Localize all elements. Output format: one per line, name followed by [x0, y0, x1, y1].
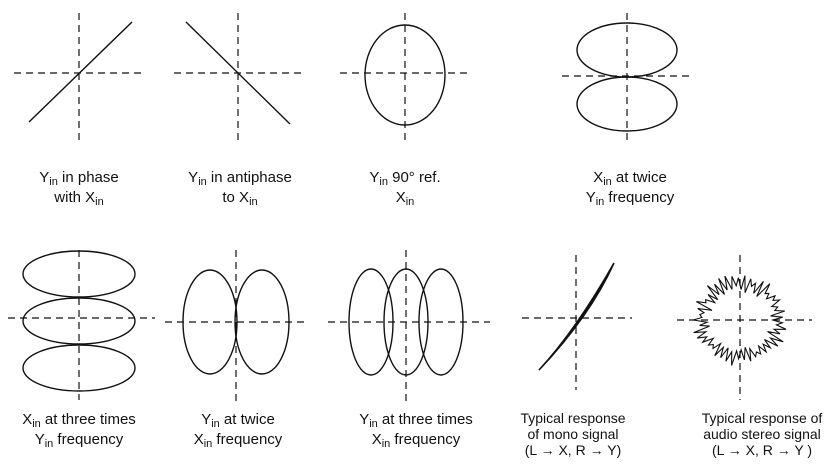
- caption-text: frequency: [604, 189, 675, 206]
- caption-text: Y: [201, 411, 212, 428]
- mono-response-trace: [538, 262, 615, 371]
- caption-subscript: in: [198, 176, 207, 188]
- caption-circle-90: Yin 90° ref.Xin: [305, 168, 505, 208]
- caption-line: with Xin: [0, 188, 179, 208]
- caption-text: at twice: [611, 169, 667, 186]
- caption-subscript: in: [405, 196, 415, 208]
- y-three-times-x-left-loop: [348, 268, 394, 376]
- caption-text: frequency: [212, 431, 283, 448]
- stereo-response-trace: [693, 275, 787, 366]
- caption-text: audio stereo signal: [703, 426, 821, 442]
- caption-text: at three times: [377, 411, 473, 428]
- caption-line: Yin at three times: [316, 410, 516, 430]
- caption-subscript: in: [595, 196, 605, 208]
- caption-text: Typical response of: [701, 410, 823, 426]
- caption-text: X: [593, 169, 604, 186]
- caption-subscript: in: [369, 418, 378, 430]
- caption-line: Yin 90° ref.: [305, 168, 505, 188]
- y-three-times-x-middle-loop: [383, 268, 429, 376]
- caption-text: in phase: [57, 169, 119, 186]
- caption-line: to Xin: [140, 188, 340, 208]
- caption-text: at twice: [219, 411, 275, 428]
- caption-text: with X: [54, 189, 96, 206]
- caption-text: Y: [39, 169, 50, 186]
- caption-text: frequency: [53, 431, 124, 448]
- caption-line: (L → X, R → Y ): [662, 442, 839, 458]
- caption-text: (L → X, R → Y ): [711, 442, 813, 458]
- caption-line: Yin at twice: [138, 410, 338, 430]
- caption-subscript: in: [32, 418, 41, 430]
- caption-text: Y: [359, 411, 370, 428]
- caption-subscript: in: [211, 418, 220, 430]
- caption-subscript: in: [603, 176, 612, 188]
- y-twice-x-right-loop: [234, 269, 290, 375]
- caption-text: 90° ref.: [387, 169, 441, 186]
- x-three-times-y-top-loop: [22, 250, 136, 298]
- x-twice-y-lower-loop: [576, 76, 678, 132]
- caption-text: at three times: [40, 411, 136, 428]
- caption-line: Xin: [305, 188, 505, 208]
- caption-subscript: in: [379, 176, 388, 188]
- y-three-times-x-right-loop: [418, 268, 464, 376]
- caption-line: Typical response of: [662, 410, 839, 426]
- circle-90-trace: [364, 24, 446, 126]
- x-three-times-y-middle-loop: [22, 297, 136, 345]
- caption-text: in antiphase: [206, 169, 292, 186]
- caption-line: Xin at three times: [0, 410, 179, 430]
- caption-line: Xin frequency: [316, 430, 516, 450]
- antiphase-trace: [185, 21, 291, 125]
- caption-line: Yin in phase: [0, 168, 179, 188]
- caption-line: Yin frequency: [0, 430, 179, 450]
- caption-text: X: [395, 189, 406, 206]
- caption-line: (L → X, R → Y): [473, 442, 673, 458]
- caption-text: Y: [585, 189, 596, 206]
- in-phase-trace: [28, 21, 133, 123]
- caption-text: X: [22, 411, 33, 428]
- caption-text: Y: [188, 169, 199, 186]
- y-twice-x-left-loop: [182, 269, 238, 375]
- caption-text: to X: [222, 189, 250, 206]
- caption-text: Typical response: [520, 410, 626, 426]
- caption-line: Xin at twice: [530, 168, 730, 188]
- caption-line: Xin frequency: [138, 430, 338, 450]
- caption-line: Typical response: [473, 410, 673, 426]
- caption-text: X: [193, 431, 204, 448]
- caption-text: frequency: [390, 431, 461, 448]
- caption-text: of mono signal: [527, 426, 619, 442]
- caption-text: Y: [34, 431, 45, 448]
- caption-text: X: [371, 431, 382, 448]
- caption-text: (L → X, R → Y): [524, 442, 622, 458]
- x-three-times-y-bottom-loop: [22, 344, 136, 392]
- caption-subscript: in: [44, 438, 54, 450]
- caption-text: Y: [369, 169, 380, 186]
- caption-line: audio stereo signal: [662, 426, 839, 442]
- caption-subscript: in: [95, 196, 104, 208]
- caption-line: Yin frequency: [530, 188, 730, 208]
- caption-line: Yin in antiphase: [140, 168, 340, 188]
- caption-line: of mono signal: [473, 426, 673, 442]
- caption-subscript: in: [203, 438, 213, 450]
- caption-subscript: in: [381, 438, 391, 450]
- caption-subscript: in: [249, 196, 258, 208]
- caption-subscript: in: [49, 176, 58, 188]
